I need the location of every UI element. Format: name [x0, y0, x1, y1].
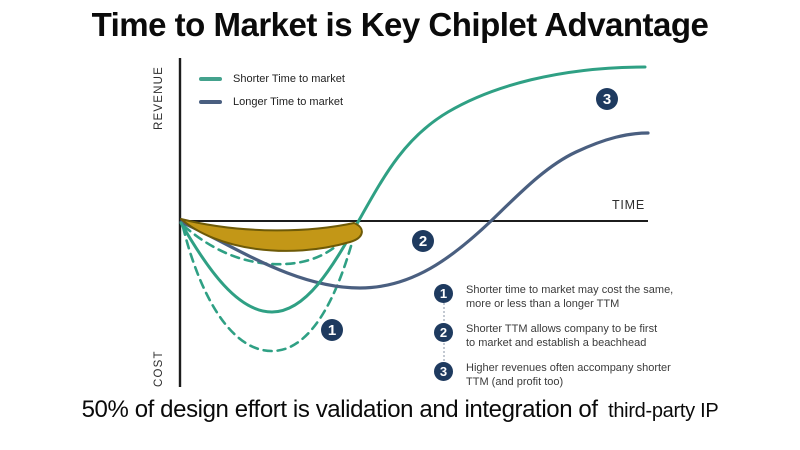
chart-badge-3: 3 [596, 88, 618, 110]
slide-title: Time to Market is Key Chiplet Advantage [91, 6, 709, 43]
chart-badge-2: 2 [412, 230, 434, 252]
annotation-badge-1: 1 [434, 284, 453, 303]
gold-crescent-highlight [180, 218, 363, 252]
y-axis-label-cost: COST [153, 350, 165, 387]
footer-main-text: 50% of design effort is validation and i… [81, 396, 598, 423]
x-axis-label-time: TIME [611, 198, 645, 212]
footer-secondary-text: third-party IP [608, 400, 719, 422]
chart-badge-1: 1 [321, 319, 343, 341]
y-axis-label-revenue: REVENUE [153, 66, 165, 130]
chart-legend: Shorter Time to market Longer Time to ma… [199, 71, 345, 117]
legend-swatch-shorter [199, 77, 222, 81]
legend-label-longer: Longer Time to market [233, 96, 344, 108]
curve-shorter-ttm [179, 65, 647, 314]
legend-label-shorter: Shorter Time to market [233, 73, 345, 85]
annotation-text-3: Higher revenues often accompany shorter … [466, 362, 671, 388]
footer-caption: 50% of design effort is validation and i… [0, 396, 800, 424]
annotation-text-2: Shorter TTM allows company to be first t… [466, 323, 658, 349]
annotation-text-1: Shorter time to market may cost the same… [466, 284, 674, 310]
annotation-badge-3: 3 [434, 362, 453, 381]
annotation-badge-2: 2 [434, 323, 453, 342]
curve-longer-ttm [179, 131, 650, 290]
legend-item-longer: Longer Time to market [199, 94, 345, 110]
legend-swatch-longer [199, 100, 222, 104]
legend-item-shorter: Shorter Time to market [199, 71, 345, 87]
